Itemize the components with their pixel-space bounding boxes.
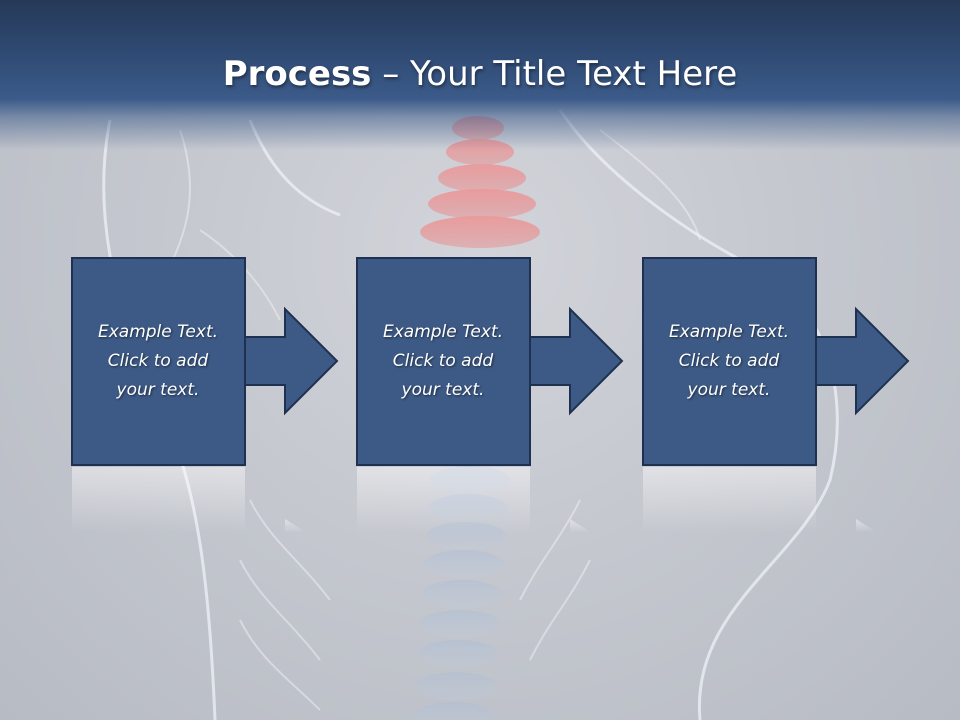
right-arrow-icon xyxy=(525,306,624,416)
step-2-text[interactable]: Example Text. Click to add your text. xyxy=(382,321,504,400)
process-step-3[interactable]: Example Text. Click to add your text. xyxy=(642,257,910,533)
right-arrow-icon xyxy=(240,306,339,416)
title-bold-part: Process xyxy=(222,54,372,94)
title-bar xyxy=(0,0,960,150)
step-3-shape xyxy=(642,257,910,533)
step-2-shape xyxy=(356,257,624,533)
right-arrow-icon xyxy=(811,306,910,416)
process-step-2[interactable]: Example Text. Click to add your text. xyxy=(356,257,624,533)
step-3-text[interactable]: Example Text. Click to add your text. xyxy=(668,321,790,400)
step-box xyxy=(356,257,531,466)
title-rest-part: – Your Title Text Here xyxy=(371,54,738,94)
step-1-shape xyxy=(71,257,339,533)
step-box xyxy=(642,257,817,466)
process-step-1[interactable]: Example Text. Click to add your text. xyxy=(71,257,339,533)
step-1-text[interactable]: Example Text. Click to add your text. xyxy=(97,321,219,400)
step-box xyxy=(71,257,246,466)
slide-title[interactable]: Process – Your Title Text Here xyxy=(0,52,960,96)
